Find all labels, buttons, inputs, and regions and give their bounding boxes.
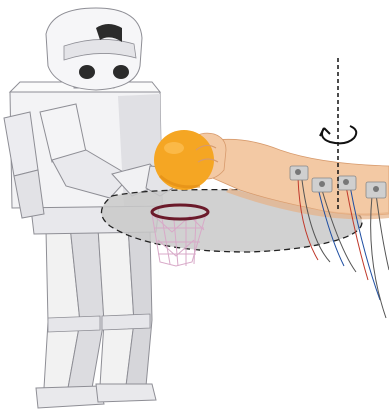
robot-legs: [36, 226, 156, 408]
robot-head: [46, 8, 142, 90]
basketball: [154, 130, 214, 190]
robot-left-eye: [79, 65, 95, 79]
robot-right-eye: [113, 65, 129, 79]
